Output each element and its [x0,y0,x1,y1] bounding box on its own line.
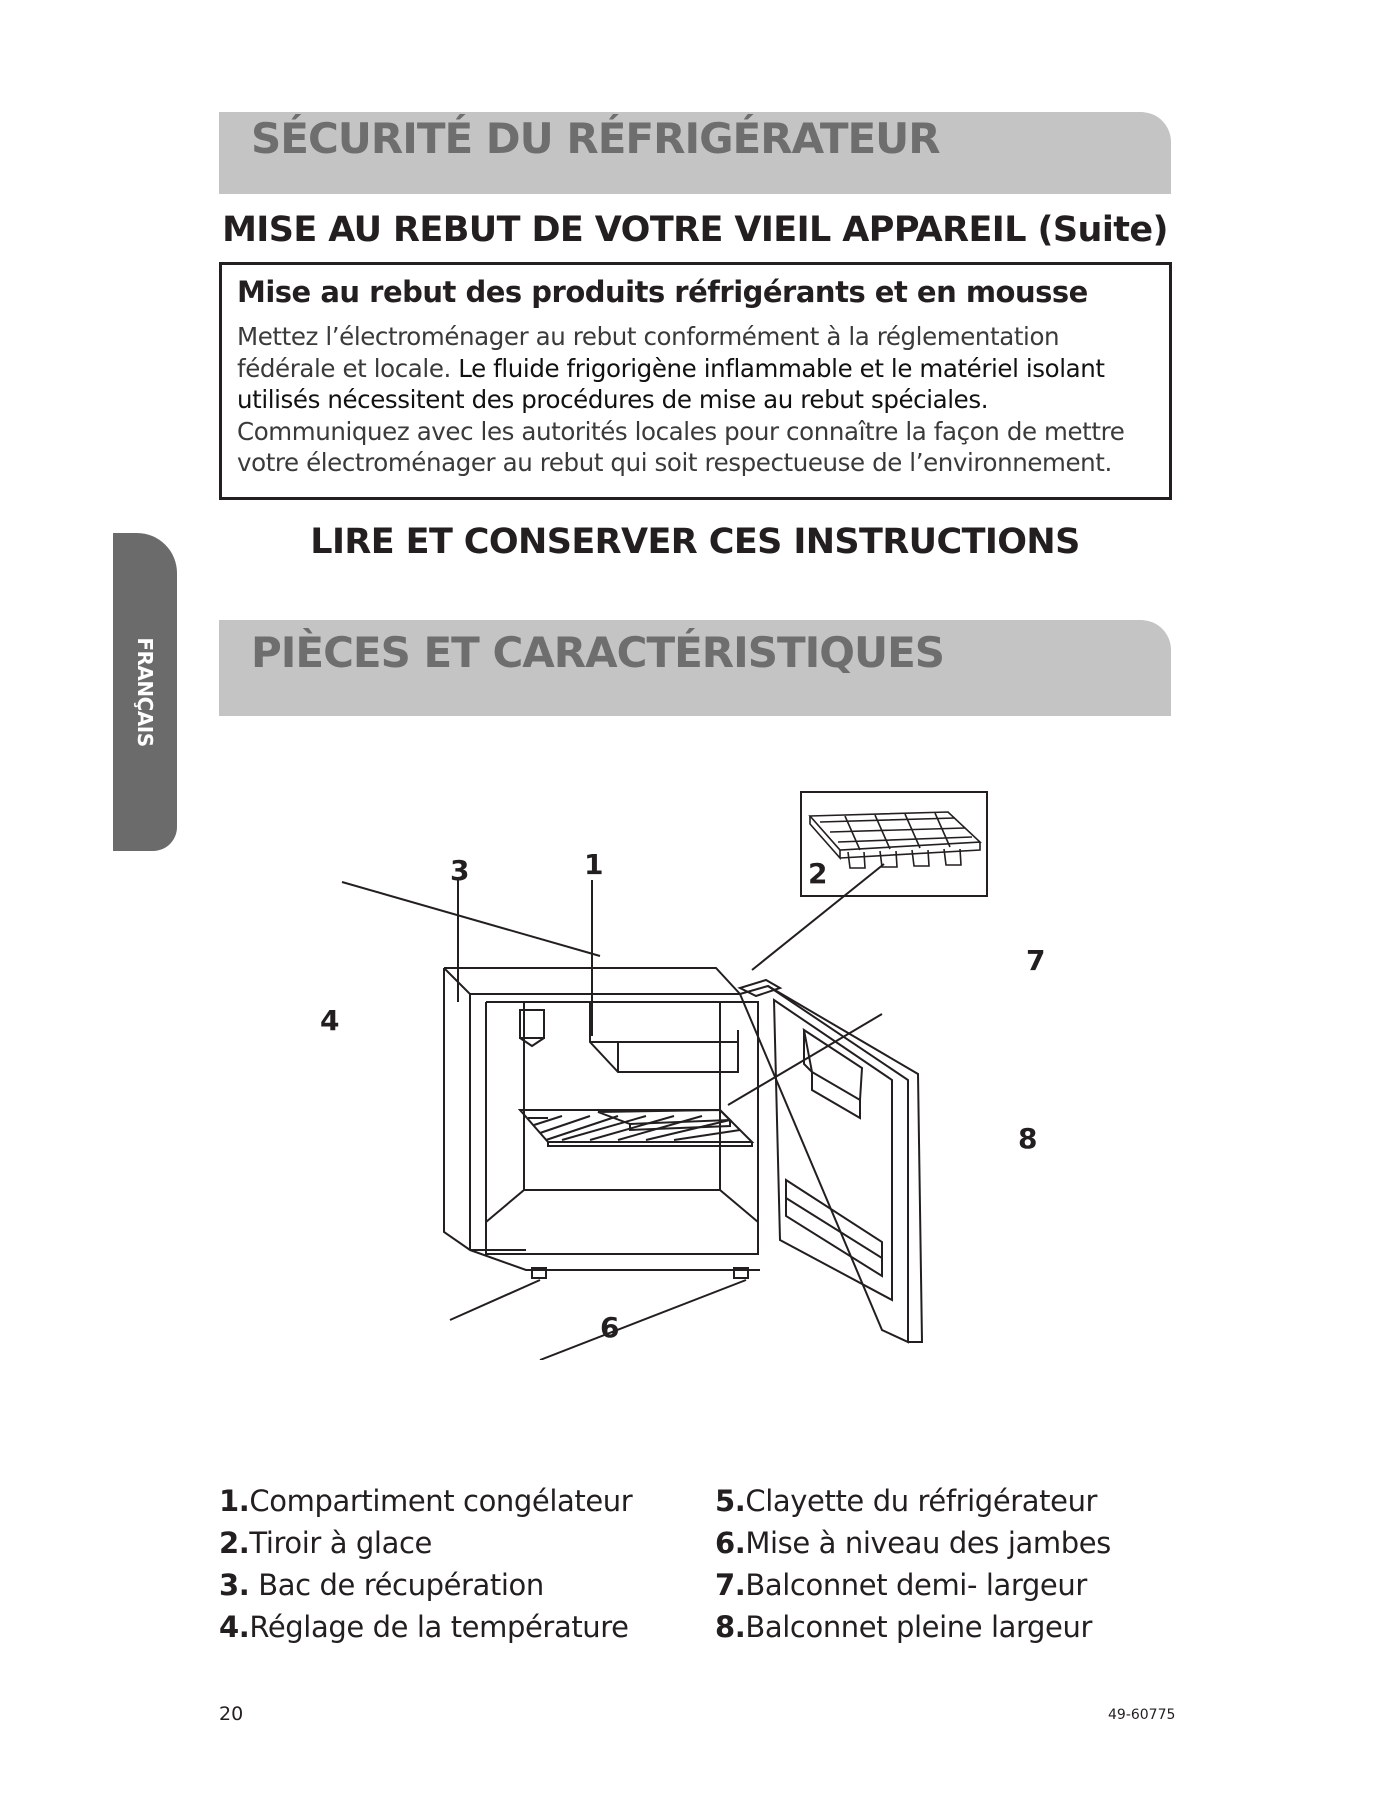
ice-tray-icon [808,811,982,869]
section-title-parts: PIÈCES ET CARACTÉRISTIQUES [251,628,945,677]
callout-1: 1 [584,848,603,881]
notice-body-part2: Le fluide frigorigène inflammable et le … [237,353,1105,415]
list-item: 6.Mise à niveau des jambes [715,1526,1111,1560]
language-tab-label: FRANÇAIS [133,637,157,747]
drip-tray-part [519,1009,545,1048]
callout-6: 6 [600,1311,619,1344]
disposal-notice-box: Mise au rebut des produits réfrigérants … [219,262,1172,500]
page-number: 20 [219,1703,244,1725]
callout-2: 2 [808,857,827,890]
language-tab: FRANÇAIS [113,533,177,851]
list-item: 4.Réglage de la température [219,1610,629,1644]
document-code: 49-60775 [1108,1707,1176,1723]
ice-tray-inset-frame [800,791,988,897]
parts-list-right: 5.Clayette du réfrigérateur 6.Mise à niv… [715,1480,1111,1648]
refrigerator-shelf [517,1109,755,1147]
callout-leader-lines [341,863,885,1360]
callout-8: 8 [1018,1122,1037,1155]
notice-title: Mise au rebut des produits réfrigérants … [237,275,1088,309]
list-item: 3. Bac de récupération [219,1568,544,1602]
section-header-safety: SÉCURITÉ DU RÉFRIGÉRATEUR [219,112,1171,194]
freezer-compartment-part [589,1002,739,1073]
callout-3: 3 [450,854,469,887]
list-item: 7.Balconnet demi- largeur [715,1568,1087,1602]
refrigerator-cabinet [443,967,760,1279]
callout-numbers: 1 2 3 4 6 7 8 [320,848,1045,1344]
callout-4: 4 [320,1004,339,1037]
notice-body-part3: Communiquez avec les autorités locales p… [237,416,1125,478]
refrigerator-door [737,978,924,1344]
read-save-instructions: LIRE ET CONSERVER CES INSTRUCTIONS [310,522,1080,562]
section-header-parts: PIÈCES ET CARACTÉRISTIQUES [219,620,1171,716]
list-item: 2.Tiroir à glace [219,1526,432,1560]
disposal-subheading: MISE AU REBUT DE VOTRE VIEIL APPAREIL (S… [222,210,1168,250]
parts-list-left: 1.Compartiment congélateur 2.Tiroir à gl… [219,1480,633,1648]
section-title-safety: SÉCURITÉ DU RÉFRIGÉRATEUR [251,114,941,163]
list-item: 8.Balconnet pleine largeur [715,1610,1093,1644]
notice-body: Mettez l’électroménager au rebut conform… [237,321,1162,479]
refrigerator-diagram: 1 2 3 4 6 7 8 [320,791,1045,1360]
callout-7: 7 [1026,944,1045,977]
list-item: 5.Clayette du réfrigérateur [715,1484,1098,1518]
list-item: 1.Compartiment congélateur [219,1484,633,1518]
notice-body-part1: Mettez l’électroménager au rebut conform… [237,322,1060,383]
